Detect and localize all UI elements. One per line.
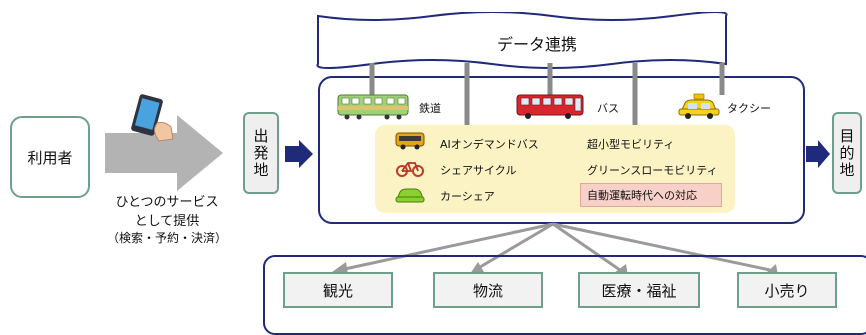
- data-link-banner: [316, 12, 728, 69]
- car-share-icon: [395, 188, 425, 203]
- departure-arrow: [285, 140, 313, 168]
- service-caption-line3: （検索・予約・決済）: [106, 231, 227, 245]
- departure-box: 出発地: [243, 112, 279, 194]
- bus-label: バス: [597, 102, 619, 115]
- transport-container: [318, 76, 805, 224]
- service-arrow: [105, 115, 223, 191]
- data-link-label: データ連携: [497, 35, 578, 54]
- train-icon: [337, 94, 409, 120]
- mobility-ai-bus: AIオンデマンドバス: [440, 138, 539, 151]
- data-connectors: [332, 63, 778, 276]
- destination-arrow: [806, 140, 830, 168]
- sector-logistics: 物流: [433, 272, 543, 308]
- sector-retail: 小売り: [737, 272, 837, 308]
- destination-box: 目的地: [832, 112, 862, 194]
- sector-medical-welfare: 医療・福祉: [578, 272, 700, 308]
- user-box: 利用者: [10, 116, 90, 198]
- smartphone-icon: [131, 94, 174, 142]
- destination-label: 目的地: [837, 127, 856, 179]
- bus-icon: [516, 94, 584, 119]
- sector-tourism: 観光: [283, 272, 393, 308]
- mobility-car-share: カーシェア: [440, 190, 495, 203]
- taxi-icon: [678, 93, 720, 119]
- user-label: 利用者: [27, 148, 73, 167]
- ai-bus-icon: [395, 132, 425, 150]
- taxi-label: タクシー: [727, 102, 771, 115]
- service-caption-line1: ひとつのサービス: [115, 195, 219, 210]
- autonomous-badge: [580, 183, 722, 207]
- mobility-micro: 超小型モビリティ: [587, 138, 675, 151]
- mobility-share-cycle: シェアサイクル: [440, 164, 517, 177]
- mobility-green-slow: グリーンスローモビリティ: [587, 164, 718, 177]
- bicycle-icon: [396, 162, 424, 177]
- mobility-autonomous: 自動運転時代への対応: [587, 189, 697, 202]
- service-caption-line2: として提供: [134, 214, 200, 229]
- train-label: 鉄道: [419, 102, 441, 115]
- departure-label: 出発地: [251, 127, 270, 179]
